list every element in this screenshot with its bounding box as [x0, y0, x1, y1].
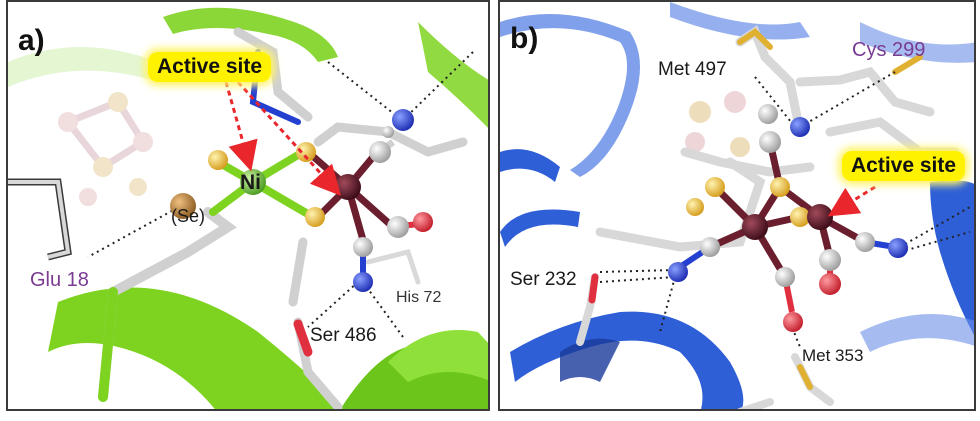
fe-atom-1 — [742, 214, 768, 240]
ribbon-loop-top — [500, 14, 640, 177]
his72-label: His 72 — [396, 289, 442, 306]
fe-atom — [335, 174, 361, 200]
ribbon-top — [163, 7, 338, 62]
panel-letter-a: a) — [18, 24, 45, 57]
panel-a-structure — [8, 7, 488, 409]
fe-atom-2 — [807, 204, 833, 230]
ni-label: Ni — [240, 171, 261, 194]
ser232-label: Ser 232 — [510, 269, 577, 290]
met353-label: Met 353 — [802, 346, 864, 365]
se-atom — [170, 193, 196, 219]
active-site-callout-b: Active site — [842, 151, 966, 181]
active-site-callout-a: Active site — [148, 52, 272, 82]
panel-a: a) Active site Ni (Se) Glu 18 Ser 486 Hi… — [6, 0, 490, 411]
atoms — [170, 109, 433, 292]
cys299-label: Cys 299 — [852, 39, 926, 61]
met497-label: Met 497 — [658, 59, 727, 80]
se-label: (Se) — [171, 206, 206, 226]
ser486-label: Ser 486 — [310, 325, 377, 346]
panel-b: b) Met 497 Cys 299 Active site Ser 232 M… — [498, 0, 976, 411]
glu18-label: Glu 18 — [30, 269, 89, 291]
panel-b-structure — [500, 2, 974, 409]
ribbon-helix — [510, 311, 744, 409]
active-site-arrows — [224, 80, 342, 196]
ribbon-bottom — [48, 287, 345, 409]
ni-atom — [240, 169, 266, 195]
faded-cluster — [8, 47, 158, 206]
panel-letter-b: b) — [510, 22, 539, 55]
